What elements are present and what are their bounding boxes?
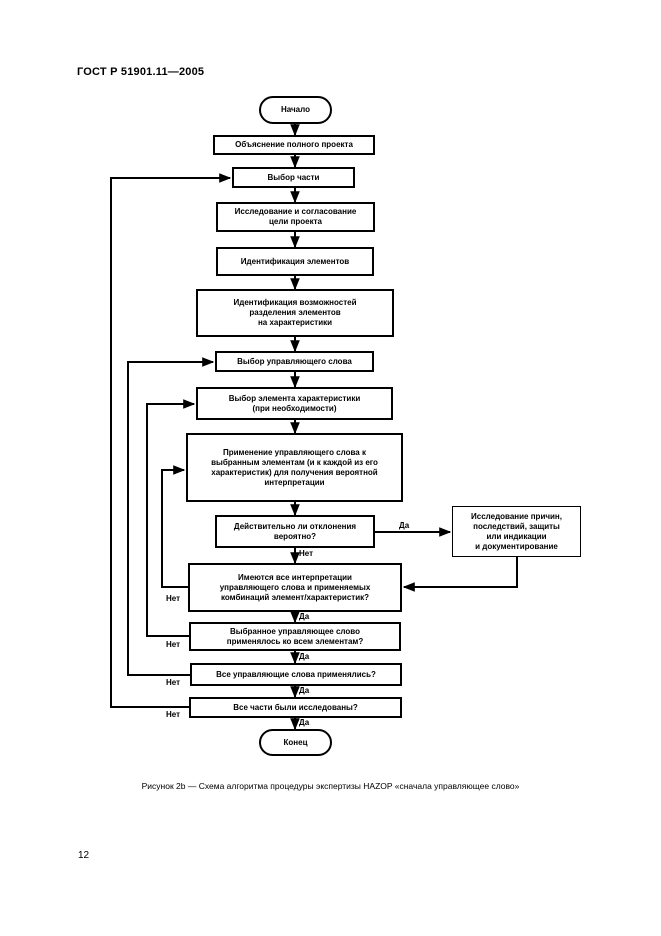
no-label-all-parts: Нет — [166, 710, 181, 719]
identify-characteristics-box: Идентификация возможностей разделения эл… — [196, 289, 394, 337]
yes-label-all-guidewords: Да — [299, 686, 310, 695]
deviation-plausible-decision: Действительно ли отклонения вероятно? — [215, 515, 375, 548]
loop-allwords-guideword — [127, 357, 215, 676]
select-guideword-box: Выбор управляющего слова — [215, 351, 374, 372]
page-number: 12 — [78, 850, 90, 861]
loop-allparts-part — [110, 173, 232, 708]
explain-project-box: Объяснение полного проекта — [213, 135, 375, 155]
document-header: ГОСТ Р 51901.11—2005 — [77, 66, 205, 78]
loop-interp-apply — [161, 465, 188, 588]
no-label-all-guidewords: Нет — [166, 678, 181, 687]
select-element-box: Выбор элемента характеристики (при необх… — [196, 387, 393, 420]
no-label-interpretations: Нет — [166, 594, 181, 603]
no-label-guideword-applied: Нет — [166, 640, 181, 649]
yes-label-deviation: Да — [399, 521, 410, 530]
other-interpretations-decision: Имеются все интерпретации управляющего с… — [188, 563, 402, 612]
end-terminal: Конец — [259, 729, 332, 756]
arrow-investigate-interp — [402, 557, 518, 592]
all-parts-decision: Все части были исследованы? — [189, 697, 402, 718]
apply-guideword-box: Применение управляющего слова к выбранны… — [186, 433, 403, 502]
start-terminal: Начало — [259, 96, 332, 124]
guideword-applied-decision: Выбранное управляющее слово применялось … — [189, 622, 401, 651]
yes-label-all-parts: Да — [299, 718, 310, 727]
investigate-box: Исследование причин, последствий, защиты… — [452, 506, 581, 557]
study-intent-box: Исследование и согласование цели проекта — [216, 202, 375, 232]
loop-applied-element — [146, 399, 199, 637]
yes-label-guideword-applied: Да — [299, 652, 310, 661]
yes-label-interpretations: Да — [299, 612, 310, 621]
figure-caption: Рисунок 2b — Схема алгоритма процедуры э… — [141, 781, 520, 791]
all-guidewords-decision: Все управляющие слова применялись? — [190, 663, 402, 686]
no-label-deviation: Нет — [299, 549, 314, 558]
identify-elements-box: Идентификация элементов — [216, 247, 374, 276]
select-part-box: Выбор части — [232, 167, 355, 188]
